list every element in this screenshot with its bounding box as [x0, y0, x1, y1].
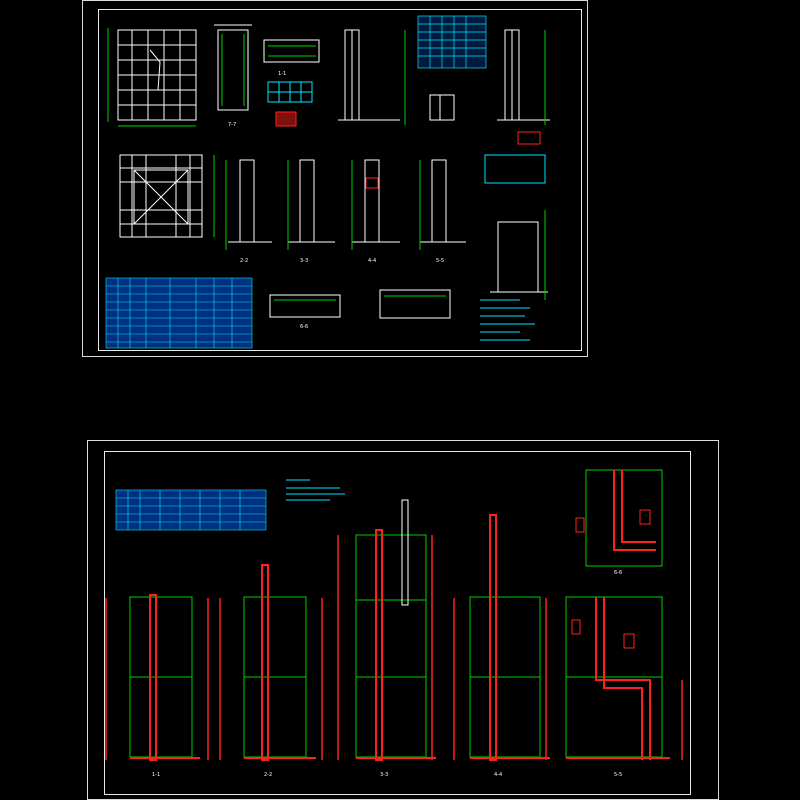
rebar-schedule-table — [105, 277, 253, 349]
wall-schedule-table — [115, 489, 267, 531]
section-label-6-6: 6-6 — [300, 324, 308, 330]
notes-block-2 — [286, 479, 345, 501]
title-frame-1 — [98, 9, 582, 351]
wall-label-3-3: 3-3 — [380, 772, 388, 778]
schedule-table-top — [417, 15, 487, 69]
wall-label-1-1: 1-1 — [152, 772, 160, 778]
notes-block — [480, 299, 535, 341]
section-1-1 — [263, 39, 320, 103]
section-label-4-4: 4-4 — [368, 258, 376, 264]
section-7-7 — [214, 24, 297, 127]
section-label-1-1: 1-1 — [278, 71, 286, 77]
wall-elevation-2 — [219, 564, 323, 761]
sections-middle — [225, 154, 548, 300]
plan-view-top — [107, 28, 197, 127]
section-label-3-3: 3-3 — [300, 258, 308, 264]
title-frame-2 — [104, 451, 691, 795]
wall-elevation-3 — [337, 499, 436, 761]
wall-elevation-5 — [565, 596, 683, 760]
sections-bottom — [269, 289, 451, 319]
wall-label-5-5: 5-5 — [614, 772, 622, 778]
wall-label-4-4: 4-4 — [494, 772, 502, 778]
wall-label-2-2: 2-2 — [264, 772, 272, 778]
section-label-5-5: 5-5 — [436, 258, 444, 264]
plan-view-bottom — [119, 154, 215, 238]
section-label-7-7: 7-7 — [228, 122, 236, 128]
section-label-2-2: 2-2 — [240, 258, 248, 264]
wall-detail-6 — [575, 469, 663, 567]
wall-sections-top — [338, 29, 550, 145]
wall-elevation-4 — [453, 514, 550, 761]
wall-elevation-1 — [105, 594, 209, 761]
wall-label-6-6: 6-6 — [614, 570, 622, 576]
